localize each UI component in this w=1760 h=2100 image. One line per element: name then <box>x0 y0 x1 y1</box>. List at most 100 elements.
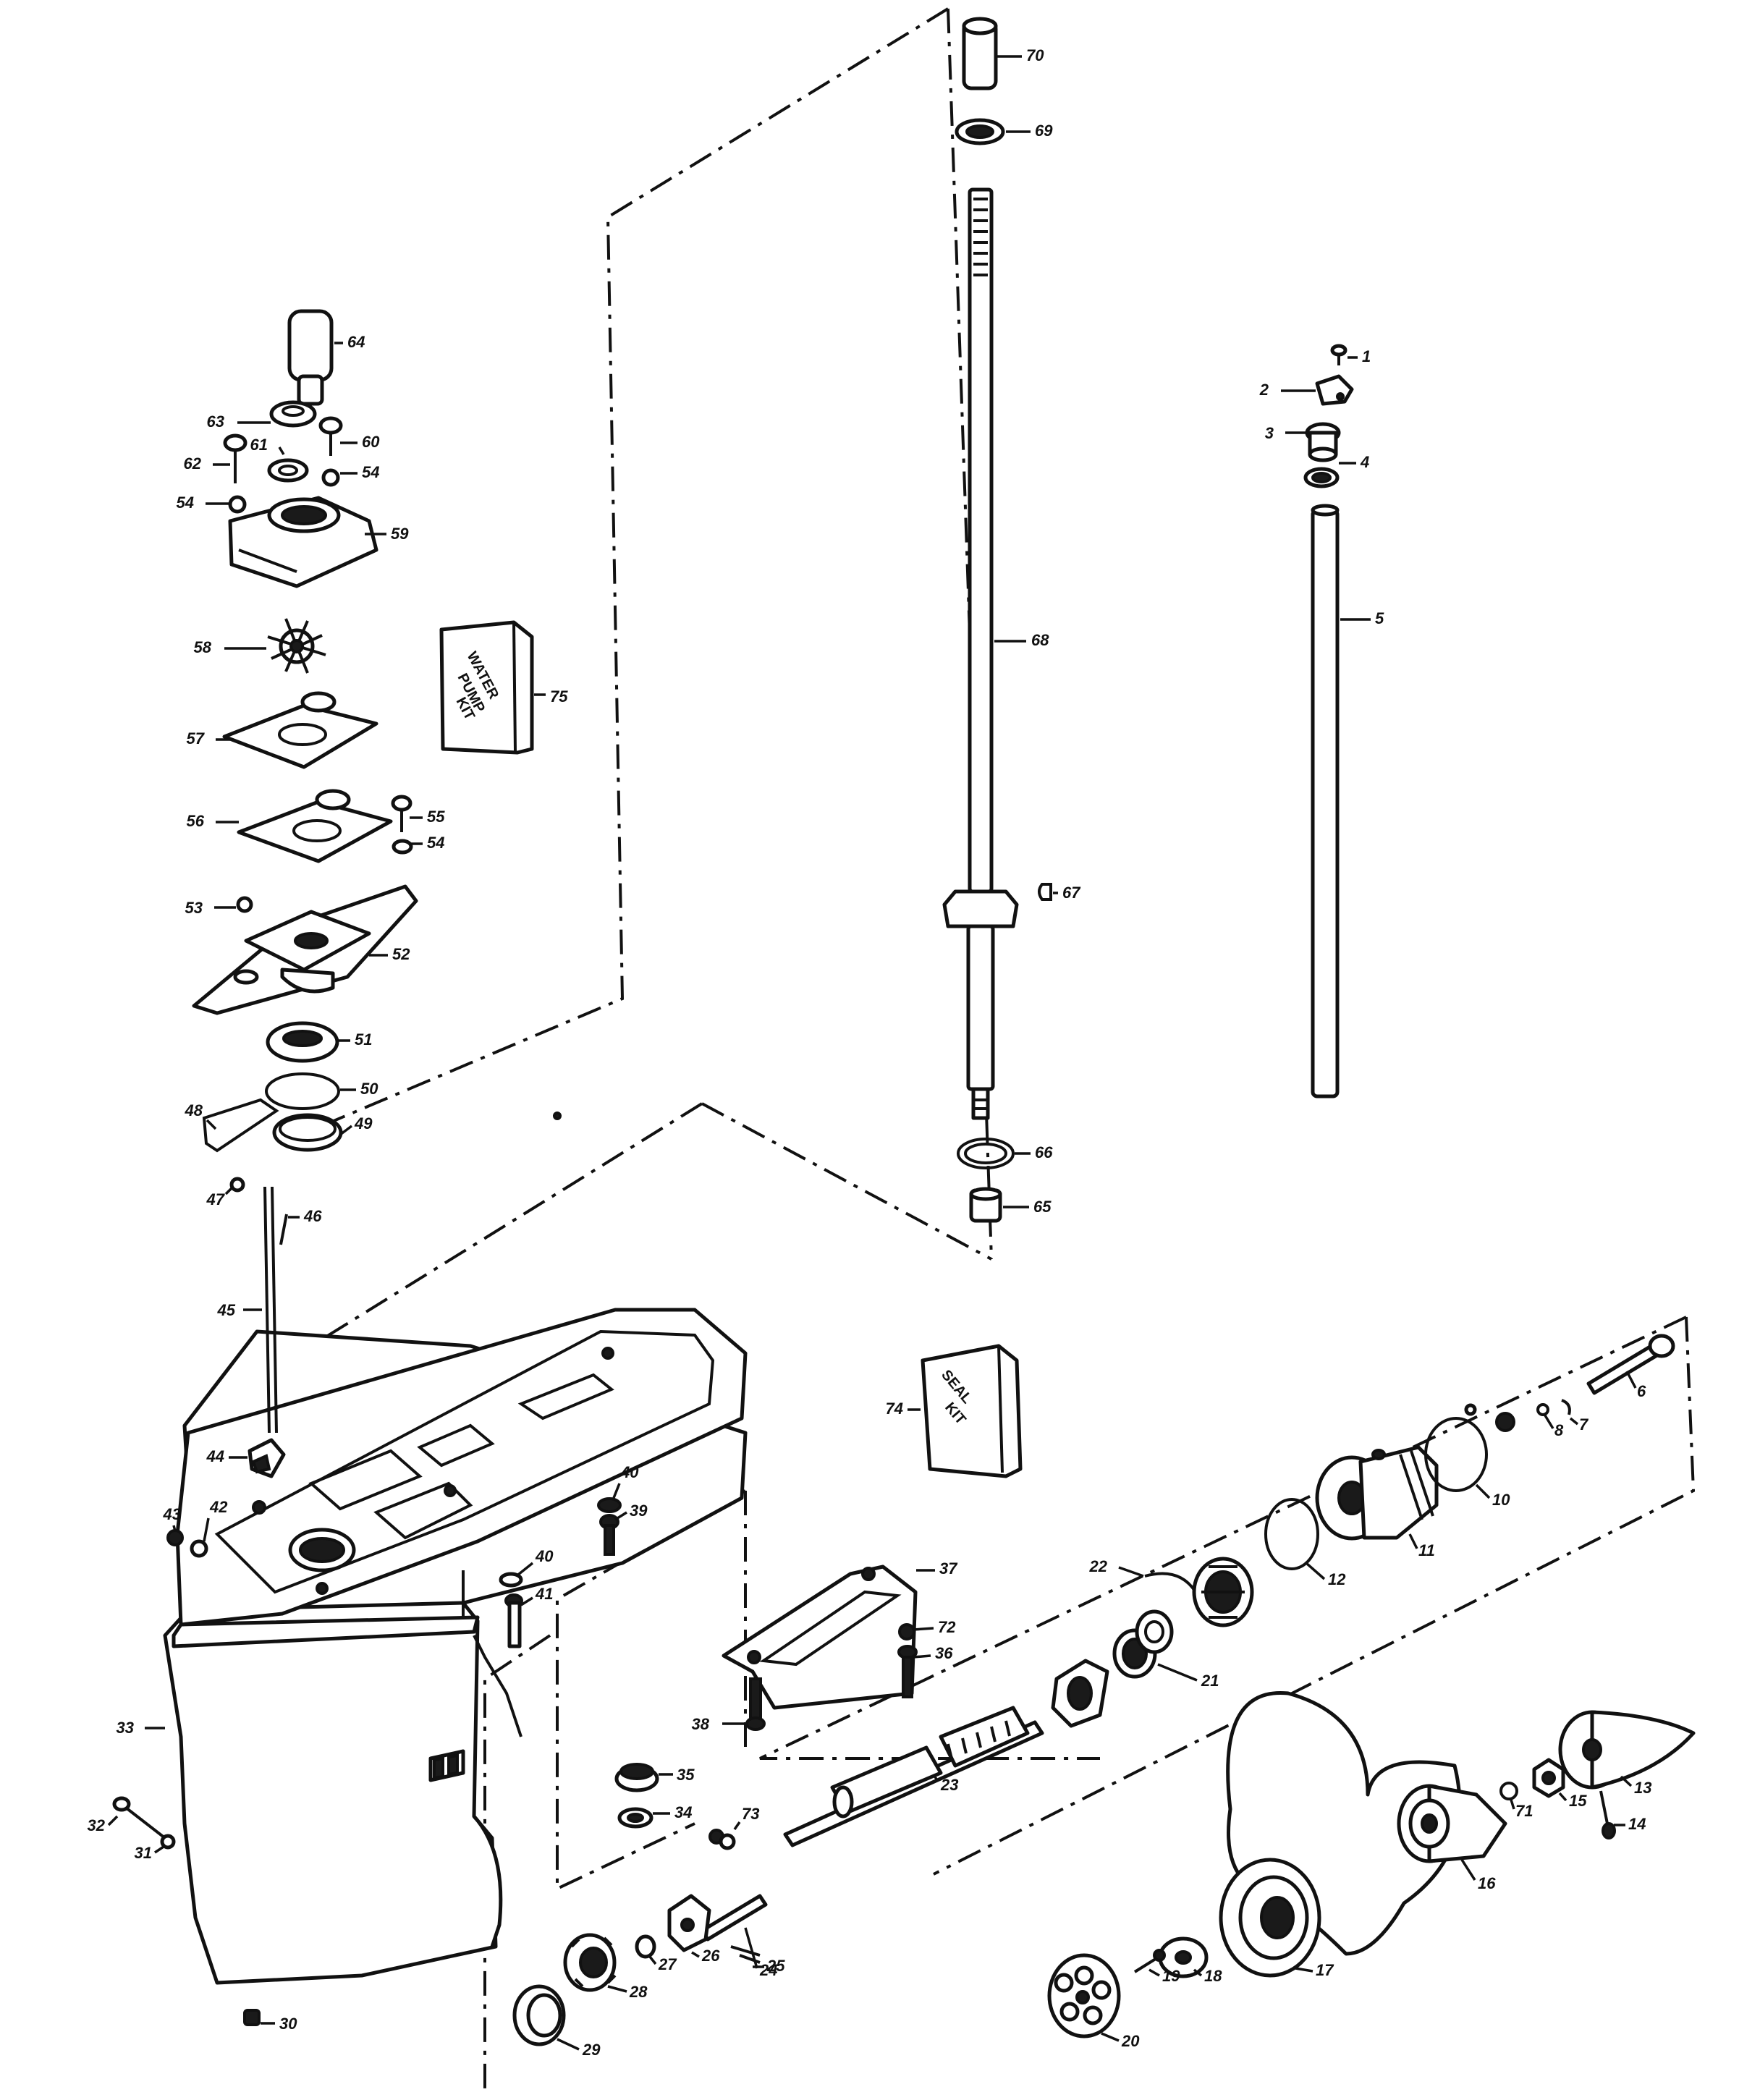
callout-label-p67: 67 <box>1062 884 1081 902</box>
callout-label-p57: 57 <box>187 729 206 748</box>
callout-label-p71: 71 <box>1515 1802 1533 1820</box>
part-11-bearing-carrier <box>1315 1445 1439 1541</box>
part-66-o-ring <box>957 1138 1015 1169</box>
callout-label-p72: 72 <box>938 1618 956 1636</box>
leader-line-p10 <box>1475 1483 1491 1499</box>
part-2-plate <box>1315 374 1354 406</box>
callout-label-p55: 55 <box>427 808 445 826</box>
leader-line-p43 <box>172 1525 177 1532</box>
part-28-gear <box>563 1933 617 1992</box>
leader-line-p32 <box>107 1815 119 1826</box>
part-34-seal <box>617 1807 653 1829</box>
part-6-bolt <box>1586 1334 1675 1395</box>
part-54-washer-left <box>228 495 247 514</box>
callout-label-p31: 31 <box>135 1844 152 1862</box>
part-40-washer-b <box>499 1572 523 1588</box>
callout-label-p47: 47 <box>206 1190 226 1208</box>
leader-line-p42 <box>203 1517 210 1542</box>
drive-shaft-assembly <box>942 17 1052 1223</box>
part-43-screw <box>166 1529 184 1546</box>
callout-label-p60: 60 <box>362 433 380 451</box>
callout-label-p2: 2 <box>1259 381 1269 399</box>
callout-label-p69: 69 <box>1035 122 1053 140</box>
part-13-cone <box>1558 1710 1696 1790</box>
leader-line-p73 <box>733 1821 741 1831</box>
callout-label-p41: 41 <box>535 1585 553 1603</box>
part-22-ring <box>1144 1572 1197 1593</box>
callout-label-p26: 26 <box>701 1947 720 1965</box>
callout-label-p22: 22 <box>1089 1557 1108 1575</box>
part-64-tube <box>287 309 334 406</box>
callout-label-p56: 56 <box>187 812 205 830</box>
part-23-propeller-shaft <box>783 1706 1044 1847</box>
callout-label-p53: 53 <box>185 899 203 917</box>
leader-line-p18 <box>1193 1968 1203 1977</box>
leader-line-p39 <box>614 1511 627 1521</box>
part-56-gasket <box>237 789 393 863</box>
leader-line-p11 <box>1408 1533 1418 1549</box>
callout-label-p17: 17 <box>1316 1961 1334 1979</box>
callout-label-p63: 63 <box>207 412 224 431</box>
part-46-seal <box>279 1214 288 1245</box>
callout-label-p14: 14 <box>1628 1815 1646 1833</box>
part-12-o-ring <box>1264 1498 1319 1570</box>
part-68-drive-shaft <box>942 187 1019 1120</box>
leader-line-p6 <box>1625 1371 1637 1389</box>
leader-line-p29 <box>557 2038 580 2051</box>
leader-line-p8 <box>1544 1415 1554 1429</box>
part-15-nut <box>1532 1758 1565 1798</box>
callout-label-p65: 65 <box>1033 1198 1052 1216</box>
leader-line-p7 <box>1569 1417 1579 1426</box>
part-42-washer <box>190 1539 208 1558</box>
leader-line-p40b <box>517 1562 534 1576</box>
callout-label-p36: 36 <box>935 1644 953 1662</box>
leader-line-p16 <box>1460 1859 1476 1881</box>
part-14-screw <box>1599 1790 1616 1839</box>
part-3-bushing <box>1305 422 1341 462</box>
callout-label-p52: 52 <box>392 945 410 963</box>
part-33-gear-housing <box>163 1308 748 1985</box>
callout-label-p12: 12 <box>1328 1570 1346 1588</box>
part-40-washer-a <box>597 1497 622 1513</box>
part-36-screw <box>897 1645 918 1698</box>
part-1-screw <box>1330 344 1348 365</box>
leader-line-p24 <box>744 1927 758 1969</box>
callout-label-p33: 33 <box>117 1719 134 1737</box>
leader-line-p15 <box>1558 1792 1568 1802</box>
leader-line-p13 <box>1620 1775 1633 1787</box>
callout-label-p73: 73 <box>742 1805 759 1823</box>
seal-kit-box: SEAL KIT <box>921 1344 1023 1478</box>
callout-label-p48: 48 <box>185 1101 203 1119</box>
callout-label-p30: 30 <box>279 2015 297 2033</box>
leader-line-p31 <box>154 1845 164 1854</box>
callout-label-p11: 11 <box>1418 1541 1435 1559</box>
part-4-seal <box>1303 467 1340 488</box>
part-39-screw <box>599 1514 619 1556</box>
callout-label-p21: 21 <box>1201 1672 1219 1690</box>
part-18-washer <box>1158 1936 1209 1978</box>
callout-label-p59: 59 <box>391 525 409 543</box>
callout-label-p8: 8 <box>1554 1421 1564 1439</box>
callout-label-p64: 64 <box>347 333 365 351</box>
callout-label-p50: 50 <box>360 1080 378 1098</box>
callout-label-p27: 27 <box>658 1955 677 1973</box>
shift-rod-assembly <box>1303 344 1354 1098</box>
leader-line-p41 <box>520 1596 533 1606</box>
callout-label-p45: 45 <box>217 1301 236 1319</box>
callout-label-p40b: 40 <box>535 1547 554 1565</box>
callout-label-p7: 7 <box>1579 1415 1589 1434</box>
callout-label-p46: 46 <box>303 1207 322 1225</box>
part-72-washer <box>898 1623 915 1640</box>
leader-line-p28 <box>607 1985 627 1993</box>
callout-label-p16: 16 <box>1478 1874 1496 1892</box>
callout-label-p75: 75 <box>550 687 568 706</box>
callout-label-p1: 1 <box>1362 347 1371 365</box>
part-71-washer <box>1499 1782 1518 1800</box>
callout-label-p34: 34 <box>674 1803 692 1821</box>
part-59-pump-housing <box>228 496 378 588</box>
part-21-gear-set <box>1051 1609 1174 1728</box>
callout-label-p44: 44 <box>206 1447 224 1465</box>
part-49-ring <box>272 1113 343 1152</box>
callout-label-p3: 3 <box>1265 424 1274 442</box>
